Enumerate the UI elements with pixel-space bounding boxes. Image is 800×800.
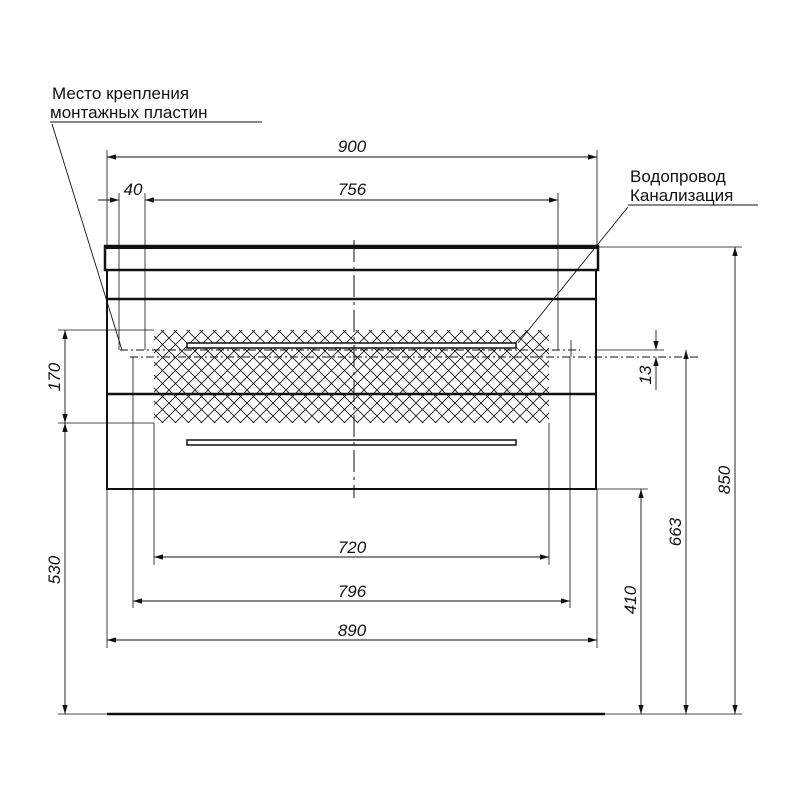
handle-upper xyxy=(186,342,517,349)
dim-850: 850 xyxy=(715,465,734,494)
cabinet xyxy=(103,240,700,716)
leader-mount xyxy=(51,123,123,351)
mount-label-line1: Место крепления xyxy=(52,84,189,103)
cabinet-body xyxy=(106,269,597,490)
dim-720: 720 xyxy=(338,538,367,557)
callout-labels: Место крепления монтажных пластин Водопр… xyxy=(50,84,733,205)
handle-lower xyxy=(186,439,517,446)
dim-13: 13 xyxy=(636,365,655,384)
dim-900: 900 xyxy=(338,137,367,156)
dim-170: 170 xyxy=(45,362,64,391)
extension-lines xyxy=(58,150,742,715)
dim-40: 40 xyxy=(124,180,143,199)
water-label-line2: Канализация xyxy=(630,186,733,205)
countertop xyxy=(103,244,600,272)
water-label-line1: Водопровод xyxy=(630,167,726,186)
dimension-lines xyxy=(50,121,758,714)
dim-410: 410 xyxy=(621,585,640,614)
dim-796: 796 xyxy=(338,582,367,601)
dimension-labels: 900 40 756 720 796 890 170 530 13 663 41… xyxy=(45,137,734,640)
dim-890: 890 xyxy=(338,621,367,640)
leader-water xyxy=(517,206,629,344)
dim-530: 530 xyxy=(45,555,64,584)
dim-756: 756 xyxy=(338,180,367,199)
dim-663: 663 xyxy=(666,517,685,546)
mount-label-line2: монтажных пластин xyxy=(50,103,208,122)
